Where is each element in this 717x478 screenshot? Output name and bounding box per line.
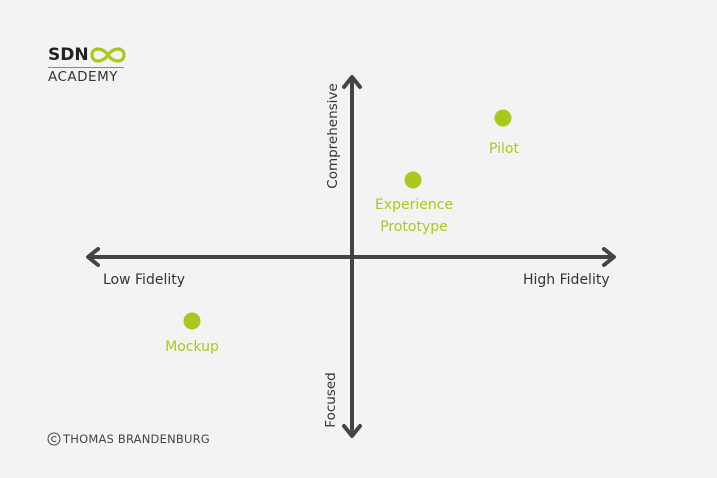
copyright-notice: THOMAS BRANDENBURG	[47, 432, 210, 446]
logo-brand-row: SDN	[48, 44, 126, 66]
x-axis-right-label: High Fidelity	[523, 272, 610, 288]
pilot-label-text: Pilot	[489, 141, 519, 157]
logo-brand-text: SDN	[48, 45, 89, 65]
point-experience-prototype	[404, 171, 422, 189]
logo-divider	[48, 67, 124, 68]
top-arrowhead	[342, 75, 362, 89]
point-mockup	[183, 312, 201, 330]
point-pilot	[494, 109, 512, 127]
copyright-text: THOMAS BRANDENBURG	[63, 432, 210, 446]
mockup-label-text: Mockup	[165, 339, 219, 355]
experience-prototype-label: Experience Prototype	[368, 194, 460, 238]
pilot-label: Pilot	[474, 138, 534, 160]
sdn-academy-logo: SDN ACADEMY	[48, 44, 138, 88]
right-arrowhead	[602, 247, 616, 267]
x-axis-left-label: Low Fidelity	[103, 272, 185, 288]
mockup-label: Mockup	[154, 336, 230, 358]
bottom-arrowhead	[342, 424, 362, 438]
y-axis-bottom-label: Focused	[323, 372, 339, 428]
logo-subtitle: ACADEMY	[48, 69, 118, 85]
infinity-icon	[89, 47, 126, 63]
copyright-icon	[47, 432, 61, 446]
experience-prototype-label-line-1: Experience	[374, 197, 454, 213]
y-axis-top-label: Comprehensive	[325, 83, 341, 189]
experience-prototype-label-line-2: Prototype	[380, 219, 448, 235]
left-arrowhead	[86, 247, 100, 267]
